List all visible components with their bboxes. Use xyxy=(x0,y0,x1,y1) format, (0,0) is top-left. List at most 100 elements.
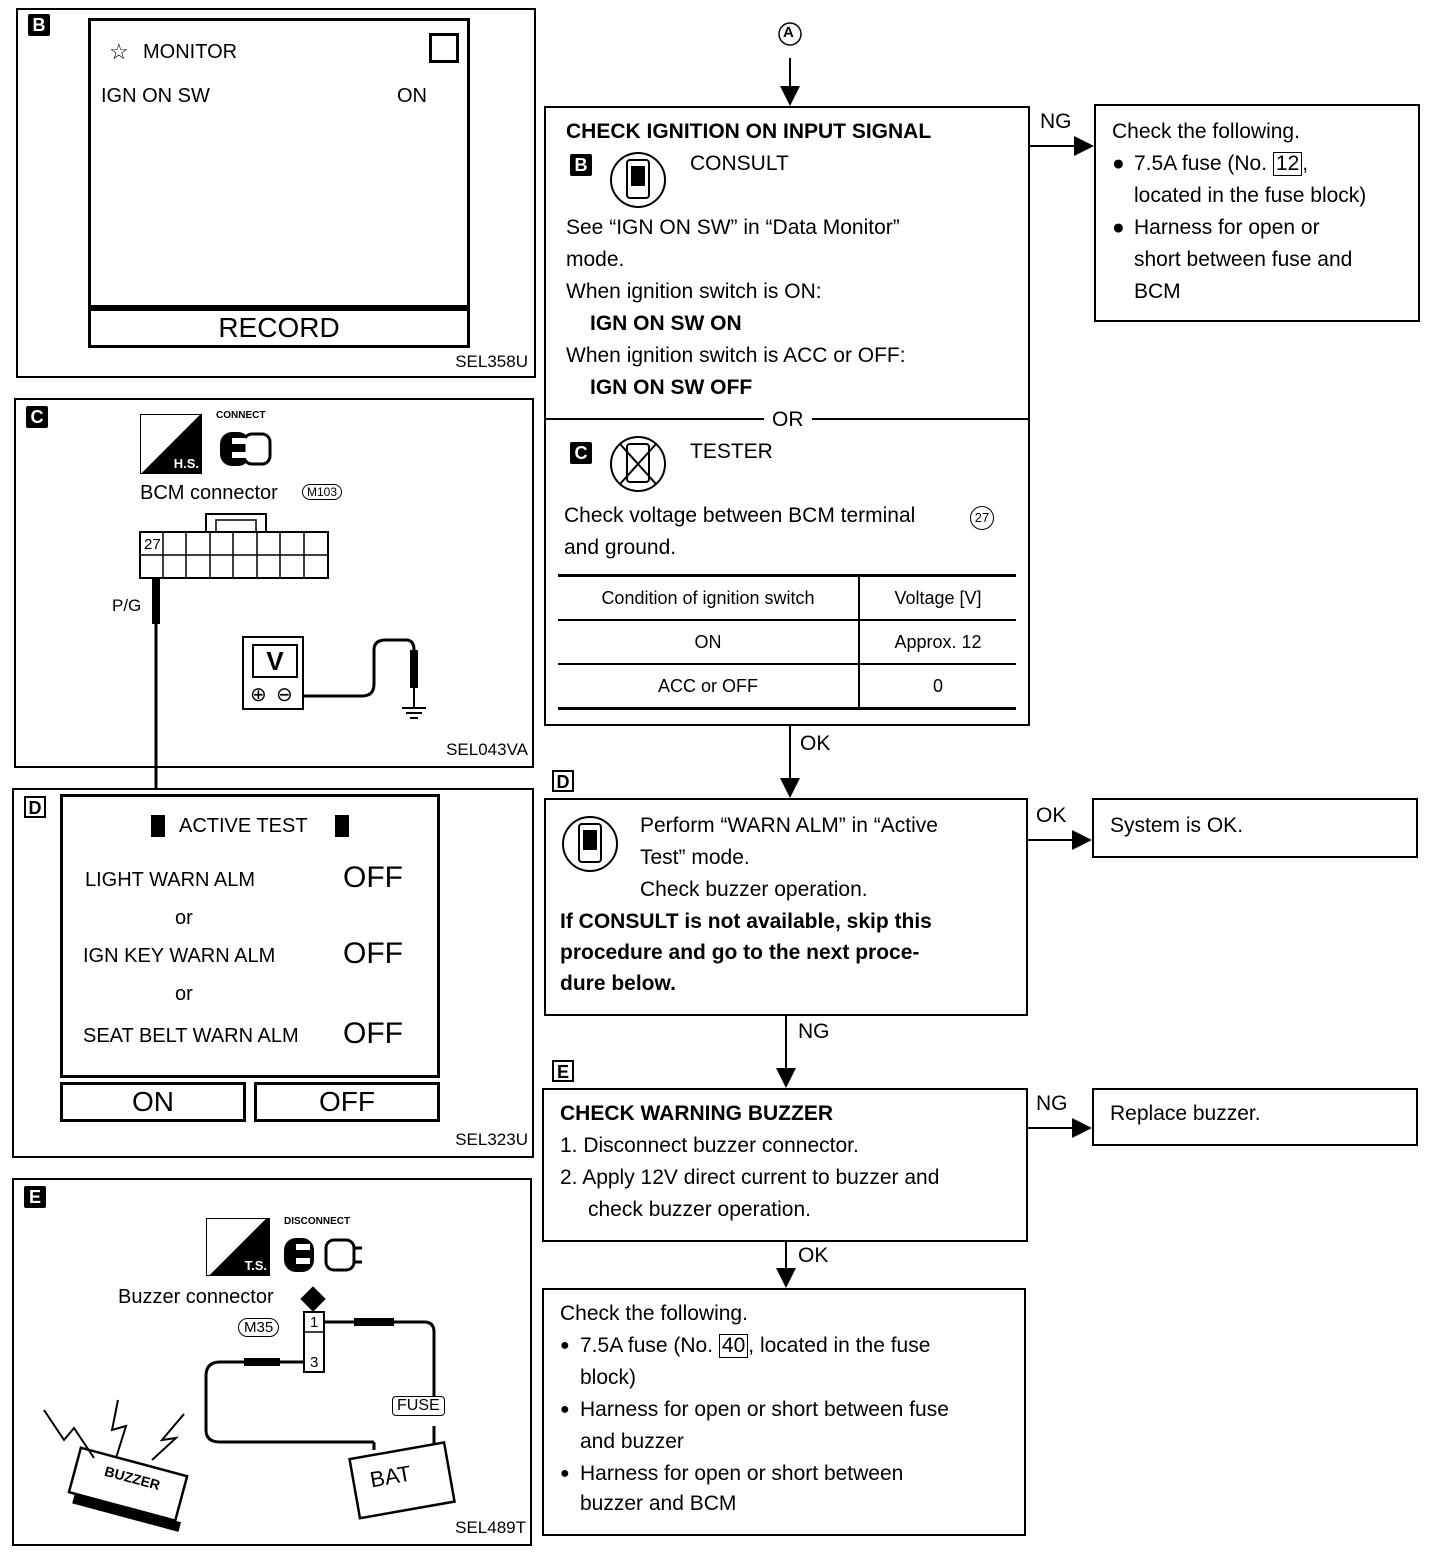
test-item-label: SEAT BELT WARN ALM xyxy=(83,1025,299,1047)
connector-id-badge: M103 xyxy=(302,484,343,500)
square-icon xyxy=(151,815,165,837)
step1-line: IGN ON SW OFF xyxy=(590,376,753,399)
panel-letter-d: D xyxy=(24,796,46,818)
ng-label: NG xyxy=(1040,110,1072,133)
table-header-cell: Condition of ignition switch xyxy=(558,575,860,620)
panel-b-monitor: B ☆ MONITOR IGN ON SW ON RECORD SEL358U xyxy=(16,8,536,378)
step4-line: and buzzer xyxy=(580,1430,684,1453)
ng-line: located in the fuse block) xyxy=(1134,184,1367,207)
step4-check-box: Check the following. ● 7.5A fuse (No. 40… xyxy=(542,1288,1026,1536)
active-test-screen: ACTIVE TEST LIGHT WARN ALM OFF or IGN KE… xyxy=(60,794,440,1078)
bullet-icon: ● xyxy=(560,1337,570,1354)
test-item-value[interactable]: OFF xyxy=(343,1017,403,1050)
terminal-27-badge: 27 xyxy=(970,506,994,530)
bcm-connector-label: BCM connector xyxy=(140,482,278,504)
bullet-icon: ● xyxy=(560,1401,570,1418)
figure-code: SEL358U xyxy=(455,352,528,371)
active-test-title: ACTIVE TEST xyxy=(179,815,308,837)
checkbox-icon xyxy=(429,33,459,63)
replace-buzzer-box: Replace buzzer. xyxy=(1092,1088,1418,1146)
system-ok-text: System is OK. xyxy=(1110,814,1244,837)
monitor-item-value: ON xyxy=(397,85,427,107)
system-ok-box: System is OK. xyxy=(1092,798,1418,858)
connector-icon xyxy=(220,432,272,466)
hs-label: H.S. xyxy=(173,456,199,471)
step1-title: CHECK IGNITION ON INPUT SIGNAL xyxy=(566,120,932,143)
or-label: or xyxy=(175,983,193,1005)
connector-id-badge: M35 xyxy=(238,1318,280,1337)
or-label: or xyxy=(175,907,193,929)
ok-label: OK xyxy=(1036,804,1067,827)
star-icon: ☆ xyxy=(109,39,129,64)
step2-line: procedure and go to the next proce- xyxy=(560,941,920,964)
table-cell: 0 xyxy=(932,675,943,696)
step-letter-c: C xyxy=(570,442,592,464)
ts-label: T.S. xyxy=(244,1258,267,1273)
step3-line: check buzzer operation. xyxy=(588,1198,811,1221)
connect-label: CONNECT xyxy=(216,410,266,421)
monitor-item-label: IGN ON SW xyxy=(101,85,210,107)
step2-line: dure below. xyxy=(560,972,676,995)
step-letter-e: E xyxy=(552,1060,574,1082)
step1-line: When ignition switch is ON: xyxy=(566,280,822,303)
step1-line: Check voltage between BCM terminal xyxy=(564,504,916,527)
step4-line: buzzer and BCM xyxy=(580,1492,737,1515)
or-label: OR xyxy=(764,404,812,436)
step1-line: mode. xyxy=(566,248,625,271)
off-button[interactable]: OFF xyxy=(254,1082,440,1122)
step2-line: Perform “WARN ALM” in “Active xyxy=(640,814,938,837)
step3-check-buzzer-box: CHECK WARNING BUZZER 1. Disconnect buzze… xyxy=(542,1088,1028,1242)
step4-line: Check the following. xyxy=(560,1302,748,1325)
step3-title: CHECK WARNING BUZZER xyxy=(560,1102,833,1125)
step2-warn-alm-box: Perform “WARN ALM” in “Active Test” mode… xyxy=(544,798,1028,1016)
tester-icon xyxy=(610,436,666,492)
monitor-screen: ☆ MONITOR IGN ON SW ON xyxy=(88,18,470,308)
step-letter-b: B xyxy=(570,154,592,176)
replace-buzzer-text: Replace buzzer. xyxy=(1110,1102,1261,1125)
pin-1-label: 1 xyxy=(310,1314,319,1331)
step2-line: Check buzzer operation. xyxy=(640,878,868,901)
ok-label: OK xyxy=(798,1244,829,1267)
step4-line: block) xyxy=(580,1366,637,1389)
step1-check-ignition-box: CHECK IGNITION ON INPUT SIGNAL B CONSULT… xyxy=(544,106,1030,726)
step4-line: Harness for open or short between xyxy=(580,1462,904,1485)
pin-3-label: 3 xyxy=(310,1354,319,1371)
figure-code: SEL489T xyxy=(455,1518,526,1537)
test-side-icon: T.S. xyxy=(206,1218,270,1276)
step3-line: 2. Apply 12V direct current to buzzer an… xyxy=(560,1166,940,1189)
ng-line: Harness for open or xyxy=(1134,216,1320,239)
test-item-label: IGN KEY WARN ALM xyxy=(83,945,276,967)
step2-line: Test” mode. xyxy=(640,846,750,869)
panel-letter-e: E xyxy=(24,1186,46,1208)
ground-probe xyxy=(302,638,426,719)
ng-label: NG xyxy=(798,1020,830,1043)
step1-line: See “IGN ON SW” in “Data Monitor” xyxy=(566,216,900,239)
record-button[interactable]: RECORD xyxy=(88,308,470,348)
test-item-label: LIGHT WARN ALM xyxy=(85,869,256,891)
panel-letter-b: B xyxy=(28,14,50,36)
negative-terminal-icon: ⊖ xyxy=(276,684,293,706)
panel-d-active-test: D ACTIVE TEST LIGHT WARN ALM OFF or IGN … xyxy=(12,788,534,1158)
table-row: ACC or OFF 0 xyxy=(558,664,1016,709)
monitor-title: MONITOR xyxy=(143,41,238,63)
voltmeter: V ⊕ ⊖ xyxy=(242,636,304,710)
test-item-value[interactable]: OFF xyxy=(343,937,403,970)
ng-label: NG xyxy=(1036,1092,1068,1115)
ng-line: BCM xyxy=(1134,280,1181,303)
step-letter-d: D xyxy=(552,770,574,792)
fuse-label: FUSE xyxy=(392,1396,445,1416)
harness-side-icon: H.S. xyxy=(140,414,202,474)
consult-icon xyxy=(562,816,618,872)
table-cell: ACC or OFF xyxy=(558,664,860,709)
voltmeter-display: V xyxy=(252,644,298,678)
table-header-cell: Voltage [V] xyxy=(894,587,982,608)
bullet-icon: ● xyxy=(1112,152,1125,175)
step1-line: IGN ON SW ON xyxy=(590,312,742,335)
table-cell: Approx. 12 xyxy=(894,631,982,652)
on-button[interactable]: ON xyxy=(60,1082,246,1122)
figure-code: SEL323U xyxy=(455,1130,528,1149)
square-icon xyxy=(335,815,349,837)
table-row: ON Approx. 12 xyxy=(558,620,1016,664)
test-item-value[interactable]: OFF xyxy=(343,861,403,894)
